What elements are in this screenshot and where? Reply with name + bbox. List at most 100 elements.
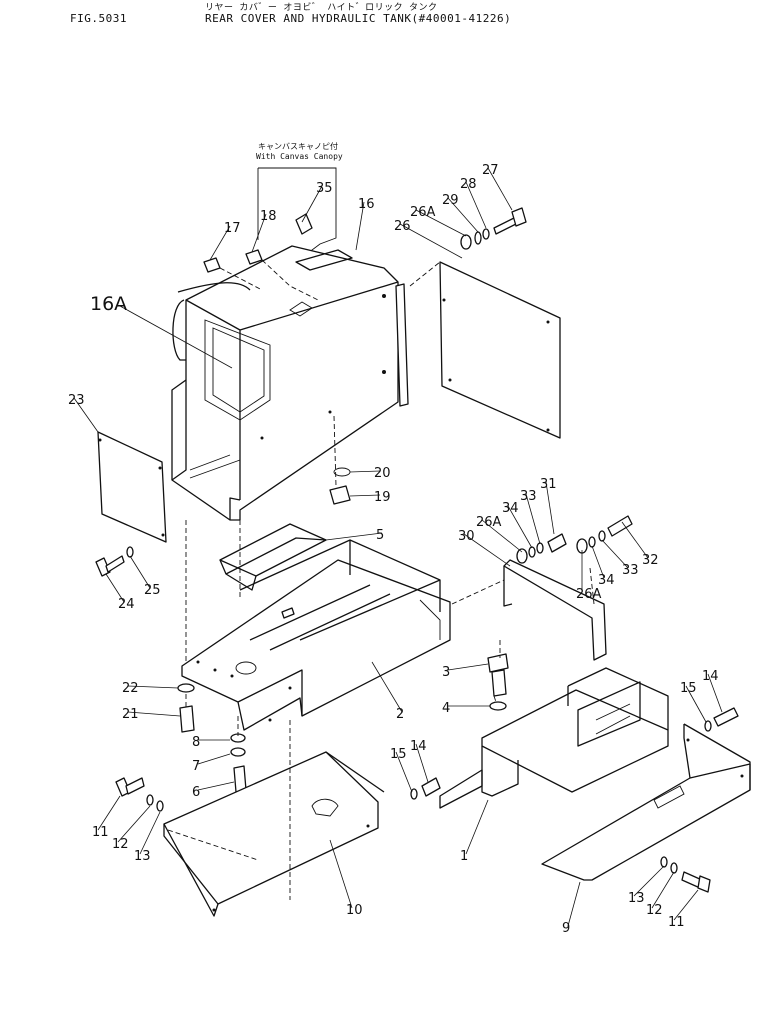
callout-leader-22 [197, 781, 235, 791]
bolt-stack-lower-right-upper [704, 707, 739, 732]
callout-leader-9 [399, 223, 463, 259]
callout-leader-31 [545, 481, 555, 535]
callout-label-9: 26 [394, 219, 411, 234]
plug-19 [329, 485, 351, 505]
callout-leader-5 [209, 225, 231, 261]
callout-leader-36 [447, 663, 489, 671]
callout-leader-24 [117, 805, 151, 843]
callout-label-43: 13 [628, 891, 645, 906]
support-bracket [503, 559, 607, 661]
callout-label-19: 21 [122, 707, 139, 722]
callout-leader-30 [525, 493, 541, 545]
lower-cover-10 [163, 751, 385, 917]
callout-label-14: 20 [374, 466, 391, 481]
callout-leader-29 [507, 505, 533, 549]
washer-7 [230, 747, 246, 757]
callout-label-5: 17 [224, 221, 241, 236]
callout-label-1: 16A [90, 293, 127, 315]
oring-20 [333, 467, 351, 477]
callout-label-21: 7 [192, 759, 200, 774]
callout-leader-26 [329, 839, 353, 909]
plug-17 [203, 257, 221, 273]
callout-label-41: 15 [680, 681, 697, 696]
bolt-stack-lower-right [660, 856, 711, 893]
callout-label-45: 11 [668, 915, 685, 930]
callout-leader-42 [707, 673, 723, 713]
canopy-note-japanese: キャンバスキャノピ付 [258, 142, 338, 151]
callout-leader-27 [463, 533, 511, 567]
callout-numbers: 16A232425171835162626A292827201952222187… [68, 163, 723, 936]
plug-assembly-line [219, 259, 319, 301]
callout-label-15: 19 [374, 490, 391, 505]
callout-label-3: 24 [118, 597, 135, 612]
callout-label-12: 28 [460, 177, 477, 192]
callout-label-30: 33 [520, 489, 537, 504]
lower-cover-9 [541, 723, 751, 881]
callout-label-11: 29 [442, 193, 459, 208]
callout-label-24: 12 [112, 837, 129, 852]
callout-label-4: 25 [144, 583, 161, 598]
callout-label-28: 26A [476, 515, 502, 530]
callout-label-22: 6 [192, 785, 200, 800]
callout-leader-45 [673, 889, 699, 921]
callout-label-35: 32 [642, 553, 659, 568]
callout-label-40: 1 [460, 849, 468, 864]
callout-leader-46 [567, 881, 581, 927]
callout-leader-35 [621, 521, 649, 559]
callout-label-7: 35 [316, 181, 333, 196]
callout-leader-25 [139, 811, 161, 855]
callout-label-38: 15 [390, 747, 407, 762]
tank-frame-2 [181, 539, 451, 731]
callout-label-46: 9 [562, 921, 570, 936]
callout-label-34: 33 [622, 563, 639, 578]
callout-label-16: 5 [376, 528, 384, 543]
callout-label-36: 3 [442, 665, 450, 680]
callout-label-37: 4 [442, 701, 450, 716]
plug-axis [333, 415, 337, 487]
callout-label-27: 30 [458, 529, 475, 544]
rear-cover [171, 245, 399, 521]
callout-leader-16 [325, 532, 383, 541]
callout-leader-28 [481, 519, 523, 553]
callout-leader-14 [349, 470, 381, 473]
side-plate [439, 261, 561, 439]
callout-leader-15 [349, 494, 381, 497]
callout-label-44: 12 [646, 903, 663, 918]
callout-leader-34 [601, 539, 629, 569]
callout-leader-3 [105, 573, 125, 603]
bolt-stack-upper [460, 207, 527, 250]
figure-number: FIG.5031 [70, 12, 127, 25]
callout-label-26: 10 [346, 903, 363, 918]
callout-leader-41 [685, 685, 707, 723]
assembly-lines [167, 261, 595, 900]
washer-22 [177, 683, 195, 693]
callout-leader-21 [197, 753, 231, 765]
callout-leader-10 [415, 209, 467, 237]
callout-label-25: 13 [134, 849, 151, 864]
callout-label-42: 14 [702, 669, 719, 684]
callout-label-33: 34 [598, 573, 615, 588]
callout-leader-4 [129, 555, 151, 589]
callout-label-31: 31 [540, 477, 557, 492]
callout-label-23: 11 [92, 825, 109, 840]
bolt-stack-lower-left [115, 777, 164, 812]
bolt-3 [487, 653, 509, 711]
bolt-stack-lower-middle [410, 777, 441, 800]
callout-leader-23 [97, 795, 121, 831]
callout-label-39: 14 [410, 739, 427, 754]
callout-leader-33 [591, 545, 605, 579]
callout-leader-12 [465, 181, 487, 229]
bolt-24 [95, 546, 134, 577]
cap-35 [295, 213, 313, 235]
callout-leader-18 [127, 685, 179, 689]
callout-label-2: 23 [68, 393, 85, 408]
bolt-stack-middle [516, 515, 633, 564]
callout-leader-43 [633, 865, 665, 897]
callout-leader-7 [301, 185, 323, 223]
figure-title-japanese: リヤー カバ゛ー オヨビ゛ ハイト゛ロリック タンク [205, 3, 438, 13]
bolt-21 [179, 705, 195, 733]
callout-leader-40 [465, 799, 489, 855]
callout-leader-44 [651, 871, 675, 909]
